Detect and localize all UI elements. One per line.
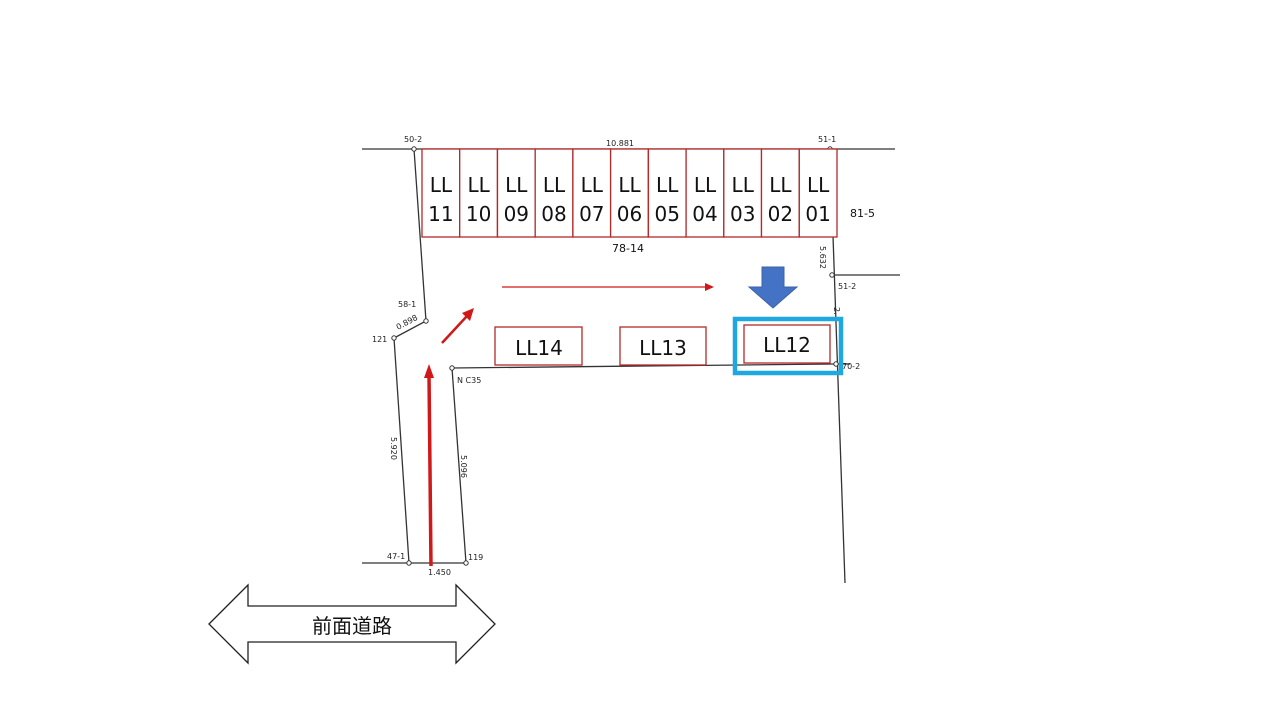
parking-slot-ll05-label-prefix: LL xyxy=(656,173,679,197)
parking-slot-ll02-label-number: 02 xyxy=(768,202,793,226)
parking-slot-ll10-label-prefix: LL xyxy=(467,173,490,197)
parking-slot-ll09[interactable] xyxy=(496,148,536,238)
parking-slot-ll14-label: LL14 xyxy=(515,336,563,360)
survey-point xyxy=(449,365,455,371)
parking-slot-ll09-label-prefix: LL xyxy=(505,173,528,197)
route-arrows xyxy=(424,283,714,567)
top-parking-row: LL 11 LL 10 LL 09 LL 08 LL 07 LL 06 LL 05 LL 04 LL 03 LL 02… xyxy=(421,148,838,238)
east-mid-fragment: 2. xyxy=(832,307,841,315)
parking-slot-ll13-label: LL13 xyxy=(639,336,687,360)
east-road-edge xyxy=(451,367,467,564)
parking-slot-ll08[interactable] xyxy=(534,148,574,238)
parking-slot-ll01-label-prefix: LL xyxy=(807,173,830,197)
parking-slot-ll04-label-number: 04 xyxy=(692,202,717,226)
parking-slot-ll06-label-prefix: LL xyxy=(618,173,641,197)
parking-slot-ll07-label-prefix: LL xyxy=(581,173,604,197)
parking-slot-ll11-label-prefix: LL xyxy=(430,173,453,197)
point-label-e1: 51-2 xyxy=(838,282,856,291)
west-boundary xyxy=(393,148,427,564)
parking-slot-ll05[interactable] xyxy=(647,148,687,238)
parking-slot-ll11[interactable] xyxy=(421,148,461,238)
point-label-nw: 50-2 xyxy=(404,135,422,144)
highlight-frame-ll12 xyxy=(732,316,844,376)
parking-slot-ll11-label-number: 11 xyxy=(428,202,453,226)
parcel-label: 78-14 xyxy=(612,242,644,255)
front-road-double-arrow xyxy=(208,583,496,665)
survey-point xyxy=(411,146,417,152)
parking-slot-ll07[interactable] xyxy=(572,148,612,238)
survey-point xyxy=(391,335,397,341)
parking-slot-ll03-label-prefix: LL xyxy=(732,173,755,197)
point-label-ne: 51-1 xyxy=(818,135,836,144)
parking-slot-ll02[interactable] xyxy=(760,148,800,238)
bottom-parking-row: LL14 LL13 LL12 xyxy=(494,316,844,376)
parking-slot-ll04-label-prefix: LL xyxy=(694,173,717,197)
survey-point xyxy=(423,318,429,324)
parking-slot-ll08-label-number: 08 xyxy=(541,202,566,226)
west-length-label: 5.920 xyxy=(389,437,398,460)
survey-point xyxy=(833,361,839,367)
neighbor-label-east: 81-5 xyxy=(850,207,875,220)
pointer-arrow-down xyxy=(747,266,799,309)
parking-slot-ll10[interactable] xyxy=(459,148,499,238)
survey-point xyxy=(829,272,835,278)
route-arrow-right-head xyxy=(705,283,714,291)
parking-slot-ll03-label-number: 03 xyxy=(730,202,755,226)
parking-slot-ll14[interactable] xyxy=(494,326,583,366)
route-arrow-diagonal-shaft xyxy=(441,315,468,344)
front-road-label: 前面道路 xyxy=(312,614,392,638)
point-label-e2: 70-2 xyxy=(842,362,860,371)
parking-slot-ll13[interactable] xyxy=(619,326,707,366)
parking-slot-ll12[interactable] xyxy=(743,324,831,364)
parking-slot-ll08-label-prefix: LL xyxy=(543,173,566,197)
parking-slot-ll05-label-number: 05 xyxy=(654,202,679,226)
parking-slot-ll03[interactable] xyxy=(723,148,763,238)
survey-point xyxy=(406,560,412,566)
route-arrow-up-head xyxy=(424,364,434,378)
point-label-w1: 58-1 xyxy=(398,300,416,309)
route-arrow-up-shaft xyxy=(427,373,433,567)
survey-point xyxy=(463,560,469,566)
point-label-w2: 121 xyxy=(372,335,387,344)
parking-slot-ll02-label-prefix: LL xyxy=(769,173,792,197)
west-segment-label: 0.898 xyxy=(395,313,419,332)
parking-slot-ll01-label-number: 01 xyxy=(805,202,830,226)
entrance-width-label: 1.450 xyxy=(428,568,451,577)
point-label-se: 119 xyxy=(468,553,483,562)
parking-slot-ll01[interactable] xyxy=(798,148,838,238)
route-arrow-diagonal-head xyxy=(462,308,474,321)
east-upper-length-label: 5.632 xyxy=(818,246,827,269)
parking-slot-ll06-label-number: 06 xyxy=(617,202,642,226)
inner-boundary xyxy=(451,363,837,369)
east-length-label: 5.096 xyxy=(459,455,468,478)
point-label-inner: N C35 xyxy=(457,376,481,385)
north-length-label: 10.881 xyxy=(606,139,634,148)
parking-slot-ll12-label: LL12 xyxy=(763,333,811,357)
point-label-sw: 47-1 xyxy=(387,552,405,561)
parking-slot-ll10-label-number: 10 xyxy=(466,202,491,226)
parking-slot-ll09-label-number: 09 xyxy=(504,202,529,226)
parking-slot-ll07-label-number: 07 xyxy=(579,202,604,226)
